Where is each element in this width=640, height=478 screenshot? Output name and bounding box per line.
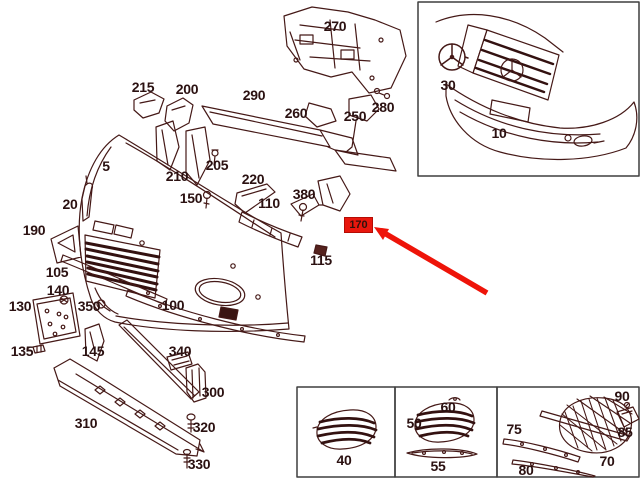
part-label-20[interactable]: 20 bbox=[62, 196, 78, 212]
sketch-part-150-screw bbox=[202, 190, 212, 209]
part-label-290[interactable]: 290 bbox=[242, 87, 266, 103]
sketch-part-50-insert bbox=[414, 402, 476, 443]
sketch-part-215 bbox=[133, 91, 165, 119]
sketch-part-270 bbox=[283, 6, 407, 94]
part-label-270[interactable]: 270 bbox=[323, 18, 347, 34]
sketch-part-350-clip bbox=[96, 299, 111, 312]
pointer-arrow bbox=[374, 227, 489, 296]
part-label-80[interactable]: 80 bbox=[518, 462, 534, 478]
part-label-130[interactable]: 130 bbox=[8, 298, 32, 314]
sketch-part-110 bbox=[238, 211, 303, 248]
part-label-50[interactable]: 50 bbox=[406, 415, 422, 431]
sketch-part-290 bbox=[201, 105, 397, 172]
sketch-part-80-strip bbox=[511, 459, 596, 478]
part-label-60[interactable]: 60 bbox=[440, 399, 456, 415]
sketch-part-170 bbox=[290, 175, 351, 217]
part-label-320[interactable]: 320 bbox=[192, 419, 216, 435]
sketch-part-190 bbox=[50, 225, 82, 264]
sketch-part-115-clip bbox=[313, 244, 328, 257]
part-label-150[interactable]: 150 bbox=[179, 190, 203, 206]
part-label-210[interactable]: 210 bbox=[165, 168, 189, 184]
sketch-part-105-strip bbox=[60, 254, 168, 306]
sketch-part-330-bolt bbox=[182, 448, 192, 469]
part-label-340[interactable]: 340 bbox=[168, 343, 192, 359]
part-label-250[interactable]: 250 bbox=[343, 108, 367, 124]
sketch-part-250 bbox=[345, 94, 380, 153]
part-label-300[interactable]: 300 bbox=[201, 384, 225, 400]
inset-top-right-box bbox=[417, 1, 640, 177]
part-label-110[interactable]: 110 bbox=[258, 195, 280, 211]
part-label-330[interactable]: 330 bbox=[187, 456, 211, 472]
sketch-part-320-bolt bbox=[186, 413, 196, 433]
part-label-350[interactable]: 350 bbox=[77, 298, 101, 314]
part-label-115[interactable]: 115 bbox=[310, 252, 332, 268]
part-label-100[interactable]: 100 bbox=[161, 297, 185, 313]
sketch-part-10-bumper bbox=[435, 13, 638, 161]
part-label-85[interactable]: 85 bbox=[617, 424, 633, 440]
sketch-part-210 bbox=[155, 120, 211, 186]
part-label-200[interactable]: 200 bbox=[175, 81, 199, 97]
part-label-140[interactable]: 140 bbox=[46, 282, 70, 298]
sketch-part-60-clip bbox=[448, 397, 461, 401]
sketch-part-85-bracket bbox=[616, 406, 640, 428]
part-label-260[interactable]: 260 bbox=[284, 105, 308, 121]
sketch-part-40-insert bbox=[312, 409, 378, 450]
part-label-135[interactable]: 135 bbox=[10, 343, 34, 359]
sketch-part-55-strip bbox=[406, 448, 478, 459]
sketch-part-220 bbox=[234, 183, 276, 214]
sketch-part-20 bbox=[81, 175, 94, 222]
part-label-105[interactable]: 105 bbox=[45, 264, 69, 280]
part-label-190[interactable]: 190 bbox=[22, 222, 46, 238]
part-label-55[interactable]: 55 bbox=[430, 458, 446, 474]
sketch-part-340 bbox=[166, 351, 193, 371]
part-label-10[interactable]: 10 bbox=[491, 125, 507, 141]
sketch-part-75-strip bbox=[502, 438, 581, 463]
sketch-part-145 bbox=[84, 323, 105, 362]
sketch-part-130-plate bbox=[32, 292, 81, 345]
part-label-380[interactable]: 380 bbox=[292, 186, 316, 202]
part-label-310[interactable]: 310 bbox=[74, 415, 98, 431]
sketch-part-135-bolt bbox=[26, 344, 46, 354]
part-label-40[interactable]: 40 bbox=[336, 452, 352, 468]
part-label-280[interactable]: 280 bbox=[371, 99, 395, 115]
sketch-part-280-bolts bbox=[373, 87, 391, 100]
sketch-part-310 bbox=[53, 358, 205, 457]
sketch-part-30-star bbox=[438, 43, 469, 71]
sketch-part-90-screw bbox=[623, 401, 631, 409]
sketch-part-100-strip bbox=[125, 289, 306, 343]
part-label-90[interactable]: 90 bbox=[614, 388, 630, 404]
part-label-5[interactable]: 5 bbox=[102, 158, 110, 174]
selected-part-label[interactable]: 170 bbox=[344, 217, 373, 233]
part-label-205[interactable]: 205 bbox=[205, 157, 229, 173]
sketch-part-70-mesh bbox=[539, 395, 633, 454]
part-label-70[interactable]: 70 bbox=[599, 453, 615, 469]
sketch-part-260 bbox=[304, 102, 337, 128]
sketch-part-205-screw bbox=[211, 149, 219, 166]
bottom-panel-boxes bbox=[296, 386, 640, 478]
part-label-220[interactable]: 220 bbox=[241, 171, 265, 187]
sketch-part-300-rail bbox=[118, 319, 207, 403]
part-label-215[interactable]: 215 bbox=[131, 79, 155, 95]
part-label-30[interactable]: 30 bbox=[440, 77, 456, 93]
sketch-part-200 bbox=[164, 97, 194, 132]
part-label-75[interactable]: 75 bbox=[506, 421, 522, 437]
part-label-145[interactable]: 145 bbox=[81, 343, 105, 359]
